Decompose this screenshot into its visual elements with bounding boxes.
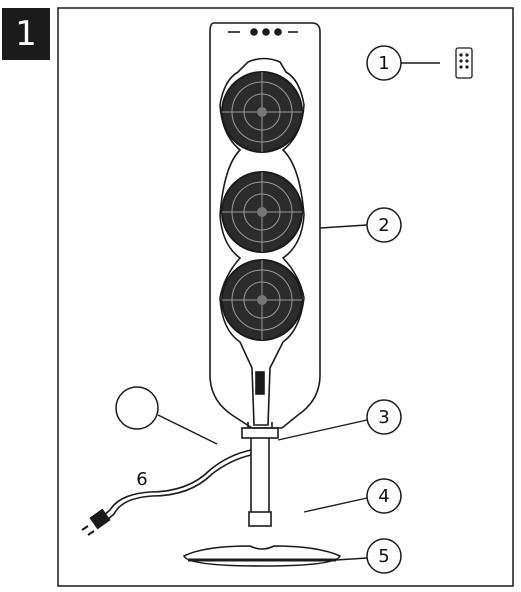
callout-5-label: 5	[378, 546, 389, 567]
step-number-badge: 1	[2, 8, 50, 60]
callout-4-label: 4	[378, 486, 389, 507]
fan-body	[209, 22, 321, 429]
neck-collar	[241, 422, 279, 439]
callout-4: 4	[303, 478, 402, 514]
callout-2-label: 2	[378, 215, 389, 236]
fan-top	[221, 71, 303, 153]
callout-1: 1	[366, 45, 440, 81]
plug-icon	[81, 508, 111, 536]
remote-control-icon	[455, 47, 473, 79]
callout-1-label: 1	[378, 53, 389, 74]
base	[182, 545, 342, 567]
callout-2: 2	[319, 207, 402, 243]
power-cord	[101, 449, 252, 522]
callout-blank	[115, 386, 218, 445]
fan-middle	[221, 171, 303, 253]
fan-grille-icon	[221, 71, 303, 341]
callout-3: 3	[277, 399, 402, 441]
callout-6-label: 6	[136, 469, 147, 490]
callout-5: 5	[335, 538, 402, 574]
figure-frame	[57, 7, 514, 587]
stand-pole	[248, 438, 272, 527]
callout-3-label: 3	[378, 407, 389, 428]
fan-bottom	[221, 259, 303, 341]
